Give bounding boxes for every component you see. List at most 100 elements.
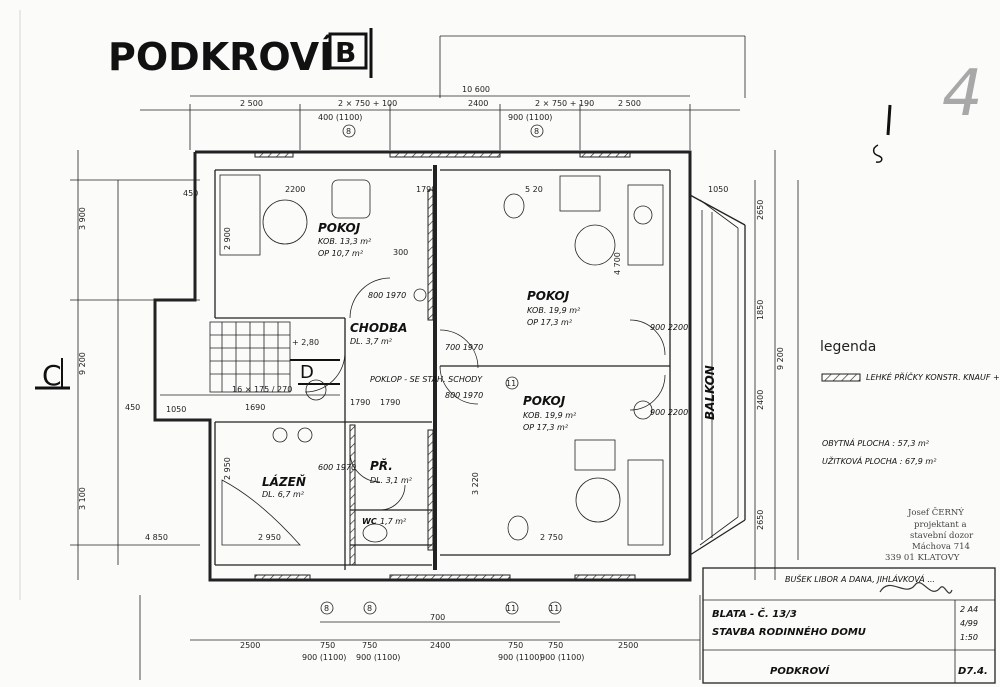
svg-text:OP 10,7 m²: OP 10,7 m² xyxy=(318,249,364,258)
svg-text:3 220: 3 220 xyxy=(471,472,480,495)
svg-text:2 × 750 + 100: 2 × 750 + 100 xyxy=(338,99,397,108)
svg-text:2 500: 2 500 xyxy=(618,99,641,108)
svg-text:800 1970: 800 1970 xyxy=(368,291,406,300)
svg-text:9 200: 9 200 xyxy=(776,347,785,370)
svg-text:10 600: 10 600 xyxy=(462,85,490,94)
titleblock-drawing: PODKROVÍ xyxy=(770,664,830,677)
room-labels: POKOJ KOB. 13,3 m² OP 10,7 m² POKOJ KOB.… xyxy=(262,221,581,526)
svg-text:800 1970: 800 1970 xyxy=(445,391,483,400)
svg-text:2500: 2500 xyxy=(618,641,638,650)
svg-text:4 700: 4 700 xyxy=(613,252,622,275)
svg-text:2400: 2400 xyxy=(430,641,450,650)
section-mark-d: D xyxy=(290,359,340,385)
svg-text:Máchova 714: Máchova 714 xyxy=(912,541,970,552)
svg-text:8: 8 xyxy=(534,127,539,136)
svg-text:4 850: 4 850 xyxy=(145,533,168,542)
svg-text:750: 750 xyxy=(362,641,377,650)
svg-text:2 750: 2 750 xyxy=(540,533,563,542)
svg-text:2650: 2650 xyxy=(756,200,765,220)
obytna-plocha: OBYTNÁ PLOCHA : 57,3 m² xyxy=(822,437,930,448)
svg-text:16 × 175 / 270: 16 × 175 / 270 xyxy=(232,385,292,394)
legend-swatch xyxy=(821,373,861,382)
svg-text:3 100: 3 100 xyxy=(78,487,87,510)
svg-text:OP 17,3 m²: OP 17,3 m² xyxy=(523,423,569,432)
svg-text:2 500: 2 500 xyxy=(240,99,263,108)
svg-text:1790: 1790 xyxy=(350,398,370,407)
svg-text:3 900: 3 900 xyxy=(78,207,87,230)
svg-text:600 1970: 600 1970 xyxy=(318,463,356,472)
bottom-dimensions: 700 2500 750 750 2400 750 750 2500 900 (… xyxy=(139,595,701,680)
balcony: BALKON xyxy=(689,194,746,556)
svg-text:5 20: 5 20 xyxy=(525,185,543,194)
svg-text:LÁZEŇ: LÁZEŇ xyxy=(262,474,306,489)
sheet-number-mark: 4 xyxy=(942,57,983,131)
svg-text:POKOJ: POKOJ xyxy=(523,394,566,408)
svg-text:OP 17,3 m²: OP 17,3 m² xyxy=(527,318,573,327)
svg-text:KOB. 19,9 m²: KOB. 19,9 m² xyxy=(527,306,581,315)
svg-text:450: 450 xyxy=(125,403,140,412)
svg-text:2 950: 2 950 xyxy=(223,457,232,480)
titleblock-format: 2 A4 xyxy=(960,605,978,614)
svg-text:700: 700 xyxy=(430,613,445,622)
svg-text:stavební dozor: stavební dozor xyxy=(910,530,974,541)
svg-text:450: 450 xyxy=(183,189,198,198)
svg-text:11: 11 xyxy=(506,604,516,613)
svg-text:CHODBA: CHODBA xyxy=(350,321,407,335)
legend: legenda LEHKÉ PŘÍČKY KONSTR. KNAUF + SDK… xyxy=(820,339,1000,466)
svg-text:KOB. 13,3 m²: KOB. 13,3 m² xyxy=(318,237,372,246)
titleblock-date: 4/99 xyxy=(960,619,978,628)
svg-text:POKOJ: POKOJ xyxy=(318,221,361,235)
titleblock-project: STAVBA RODINNÉHO DOMU xyxy=(712,625,866,638)
building-walls xyxy=(153,150,692,582)
section-mark-b: B xyxy=(328,28,373,78)
staircase: 1050 1690 16 × 175 / 270 + 2,80 xyxy=(160,321,340,414)
drawing-title: PODKROVÍ xyxy=(108,35,333,79)
svg-text:750: 750 xyxy=(508,641,523,650)
svg-text:11: 11 xyxy=(549,604,559,613)
section-tick xyxy=(886,104,892,136)
svg-text:8: 8 xyxy=(346,127,351,136)
svg-text:WC: WC xyxy=(362,517,377,526)
svg-text:+ 2,80: + 2,80 xyxy=(292,338,319,347)
legend-title: legenda xyxy=(820,339,876,355)
svg-text:2400: 2400 xyxy=(756,390,765,410)
svg-text:2400: 2400 xyxy=(468,99,488,108)
svg-text:1050: 1050 xyxy=(166,405,186,414)
svg-text:900 (1100): 900 (1100) xyxy=(540,653,584,662)
svg-text:PŘ.: PŘ. xyxy=(370,458,393,473)
left-dimensions: 3 900 9 200 3 100 xyxy=(70,150,200,580)
svg-text:339 01 KLATOVY: 339 01 KLATOVY xyxy=(885,553,960,563)
svg-text:2200: 2200 xyxy=(285,185,305,194)
uzitkova-plocha: UŽITKOVÁ PLOCHA : 67,9 m² xyxy=(822,455,937,466)
svg-text:DL. 3,1 m²: DL. 3,1 m² xyxy=(370,476,413,485)
interior-dimensions: 450 2200 5 20 1050 1790 300 450 4 850 2 … xyxy=(125,185,728,542)
svg-text:900 2200: 900 2200 xyxy=(650,408,688,417)
titleblock-place: BLATA - Č. 13/3 xyxy=(712,606,797,620)
svg-text:900 (1100): 900 (1100) xyxy=(356,653,400,662)
svg-text:2 900: 2 900 xyxy=(223,227,232,250)
svg-text:300: 300 xyxy=(393,248,408,257)
svg-text:DL. 6,7 m²: DL. 6,7 m² xyxy=(262,490,305,499)
signature xyxy=(879,582,953,594)
balcony-label: BALKON xyxy=(703,365,717,420)
svg-text:1050: 1050 xyxy=(708,185,728,194)
svg-text:900 2200: 900 2200 xyxy=(650,323,688,332)
title-block: BUŠEK LIBOR A DANA, JIHLÁVKOVÁ ... BLATA… xyxy=(702,567,996,684)
svg-text:POKOJ: POKOJ xyxy=(527,289,570,303)
svg-text:2 950: 2 950 xyxy=(258,533,281,542)
svg-text:750: 750 xyxy=(320,641,335,650)
svg-text:1690: 1690 xyxy=(245,403,265,412)
legend-item-text: LEHKÉ PŘÍČKY KONSTR. KNAUF + SDK SE ZVUK… xyxy=(866,371,1000,382)
svg-text:2500: 2500 xyxy=(240,641,260,650)
svg-text:1790: 1790 xyxy=(416,185,436,194)
svg-text:400 (1100): 400 (1100) xyxy=(318,113,362,122)
titleblock-sheet: D7.4. xyxy=(958,666,988,677)
svg-text:900 (1100): 900 (1100) xyxy=(508,113,552,122)
svg-text:700 1970: 700 1970 xyxy=(445,343,483,352)
door-swings xyxy=(304,277,666,511)
svg-text:projektant a: projektant a xyxy=(914,520,967,530)
svg-text:C: C xyxy=(42,359,62,392)
designer-stamp: Josef ČERNÝ projektant a stavební dozor … xyxy=(885,506,974,563)
svg-text:D: D xyxy=(300,362,314,383)
